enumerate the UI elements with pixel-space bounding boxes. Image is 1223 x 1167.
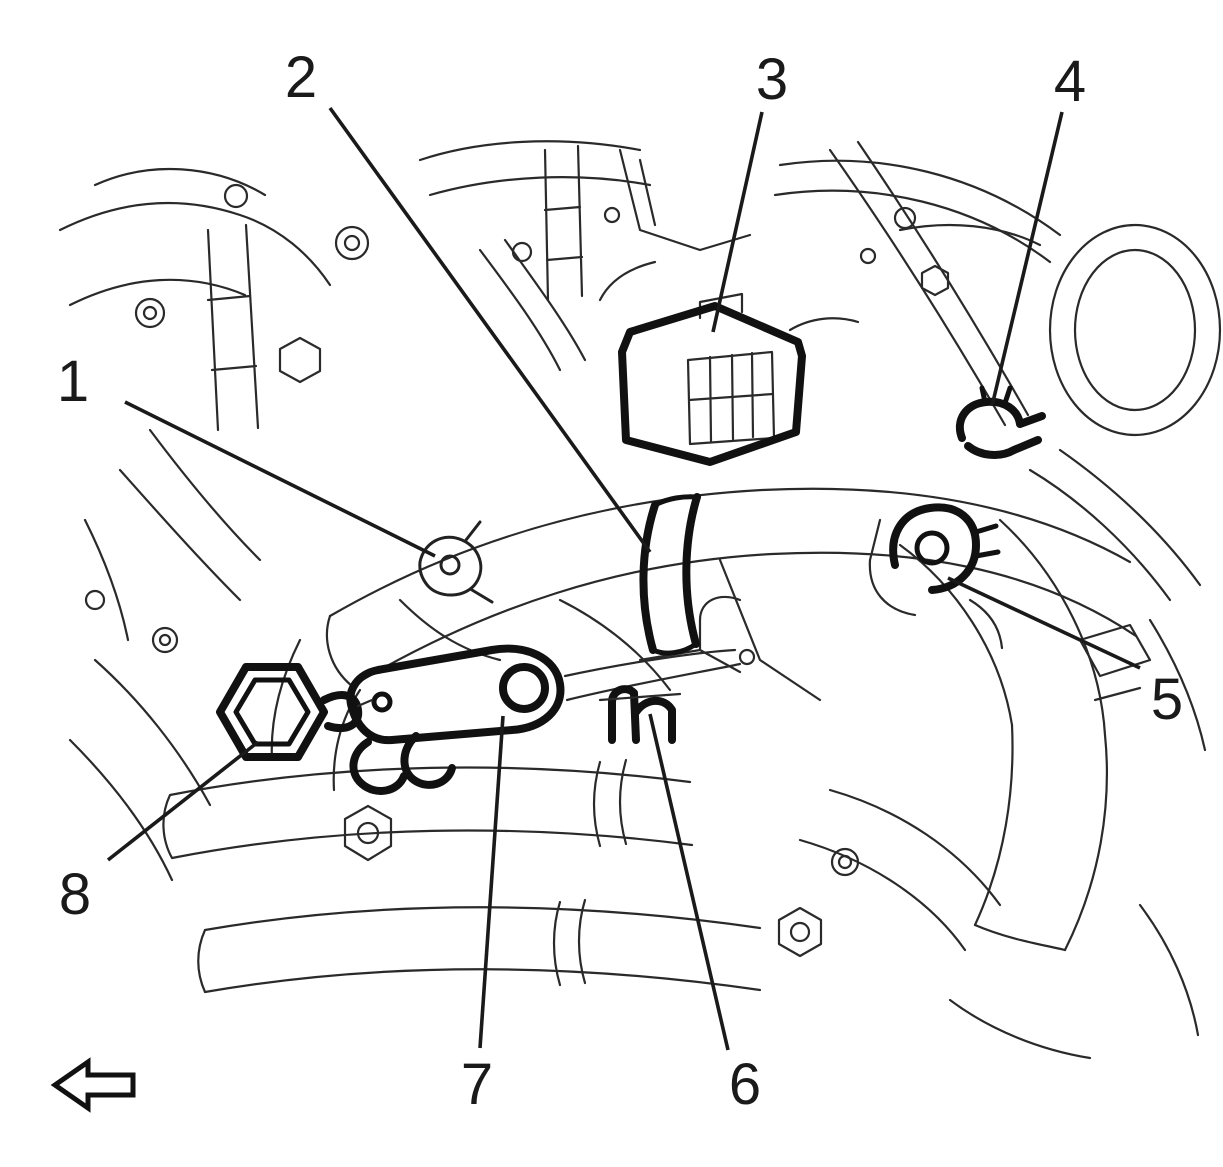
leader-line-2 bbox=[328, 106, 652, 554]
hex-bolt-part8 bbox=[216, 663, 374, 761]
bracket-part7 bbox=[346, 644, 565, 795]
harness-clip-part4 bbox=[955, 385, 1046, 459]
heater-hose-clamp-part1 bbox=[418, 520, 494, 604]
leader-line-4 bbox=[990, 111, 1064, 407]
electrical-connector-part3 bbox=[618, 302, 806, 466]
hose-clamp-part2 bbox=[639, 493, 701, 656]
leader-line-7 bbox=[478, 715, 505, 1049]
leader-line-6 bbox=[648, 713, 730, 1051]
leader-line-8 bbox=[106, 740, 260, 862]
direction-arrow-icon bbox=[50, 1057, 136, 1113]
leader-line-1 bbox=[124, 400, 436, 558]
leader-line-5 bbox=[947, 576, 1141, 670]
hose-clamp-part5 bbox=[889, 503, 1001, 594]
engine-line-art bbox=[58, 140, 1222, 1060]
radiator-hose bbox=[325, 487, 1138, 952]
retainer-clip-part6 bbox=[598, 685, 682, 744]
leader-line-3 bbox=[711, 111, 764, 333]
leader-lines bbox=[106, 106, 1141, 1051]
